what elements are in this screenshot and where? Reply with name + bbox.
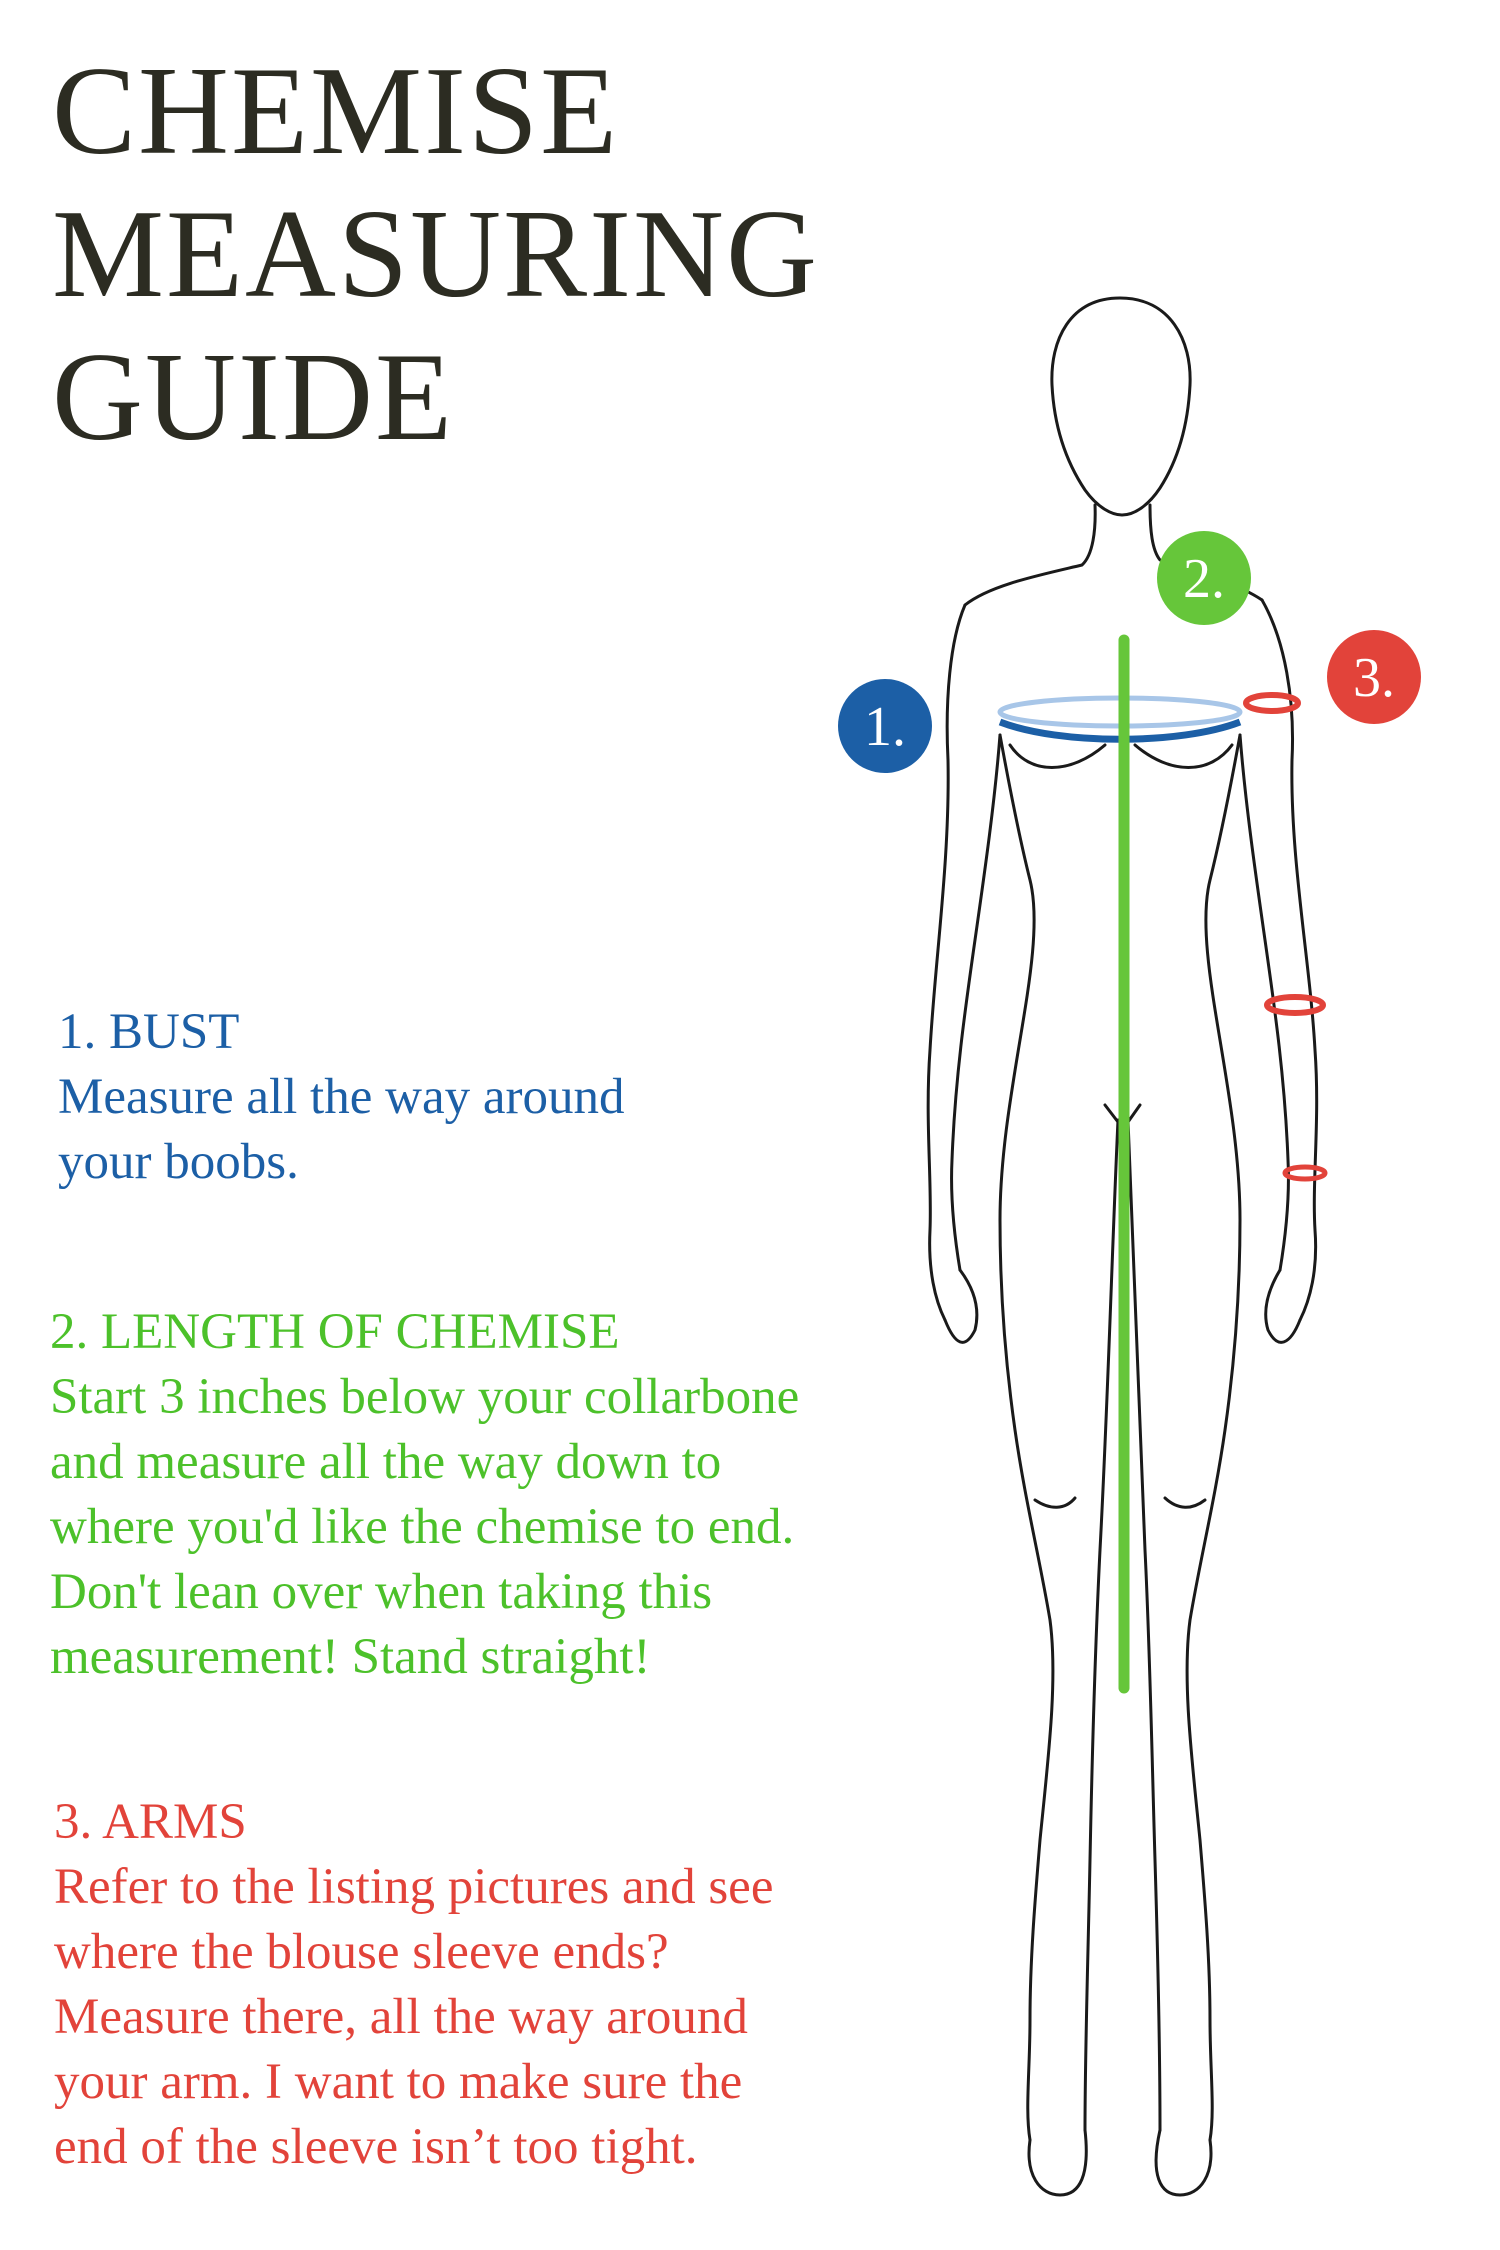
length-section: 2. LENGTH OF CHEMISE Start 3 inches belo… [50, 1300, 799, 1690]
arm-band-elbow [1264, 994, 1326, 1016]
marker-length-label: 2. [1183, 548, 1225, 610]
marker-arms: 3. [1327, 630, 1421, 724]
right-hand [1264, 1268, 1302, 1344]
length-instructions: Start 3 inches below your collarbone and… [50, 1369, 800, 1685]
arms-section: 3. ARMS Refer to the listing pictures an… [54, 1790, 773, 2180]
torso-right [1185, 733, 1242, 2142]
title-line-3: GUIDE [52, 328, 454, 467]
right-leg-inner [1126, 1118, 1162, 2132]
left-arm-inner [950, 733, 1002, 1272]
marker-bust-label: 1. [864, 696, 906, 758]
right-arm-inner [1238, 733, 1290, 1272]
head-outline [1050, 296, 1192, 517]
body-outline [926, 296, 1319, 2197]
title-line-2: MEASURING [52, 185, 820, 324]
left-hand [943, 1268, 979, 1344]
arms-instructions: Refer to the listing pictures and see wh… [54, 1859, 774, 2175]
page-title: CHEMISE MEASURING GUIDE [52, 40, 819, 469]
left-leg-inner [1083, 1118, 1120, 2132]
bust-section: 1. BUST Measure all the way around your … [58, 1000, 624, 1195]
left-arm-outer [926, 603, 967, 1322]
bust-curve-right [1133, 743, 1234, 769]
arm-band-upper [1243, 692, 1301, 714]
title-line-1: CHEMISE [52, 42, 620, 181]
bust-heading: 1. BUST [58, 1004, 240, 1060]
neck-left [963, 503, 1097, 607]
left-knee [1033, 1496, 1077, 1509]
bust-instructions: Measure all the way around your boobs. [58, 1069, 625, 1190]
right-foot [1154, 2128, 1213, 2197]
arms-heading: 3. ARMS [54, 1794, 247, 1850]
arm-band-wrist [1282, 1164, 1328, 1182]
bust-curve-left [1008, 743, 1107, 769]
marker-arms-label: 3. [1353, 647, 1395, 709]
marker-length: 2. [1157, 531, 1251, 625]
marker-bust: 1. [838, 679, 932, 773]
right-knee [1163, 1496, 1207, 1509]
left-foot [1027, 2128, 1088, 2197]
torso-left [998, 733, 1055, 2142]
length-heading: 2. LENGTH OF CHEMISE [50, 1304, 620, 1360]
